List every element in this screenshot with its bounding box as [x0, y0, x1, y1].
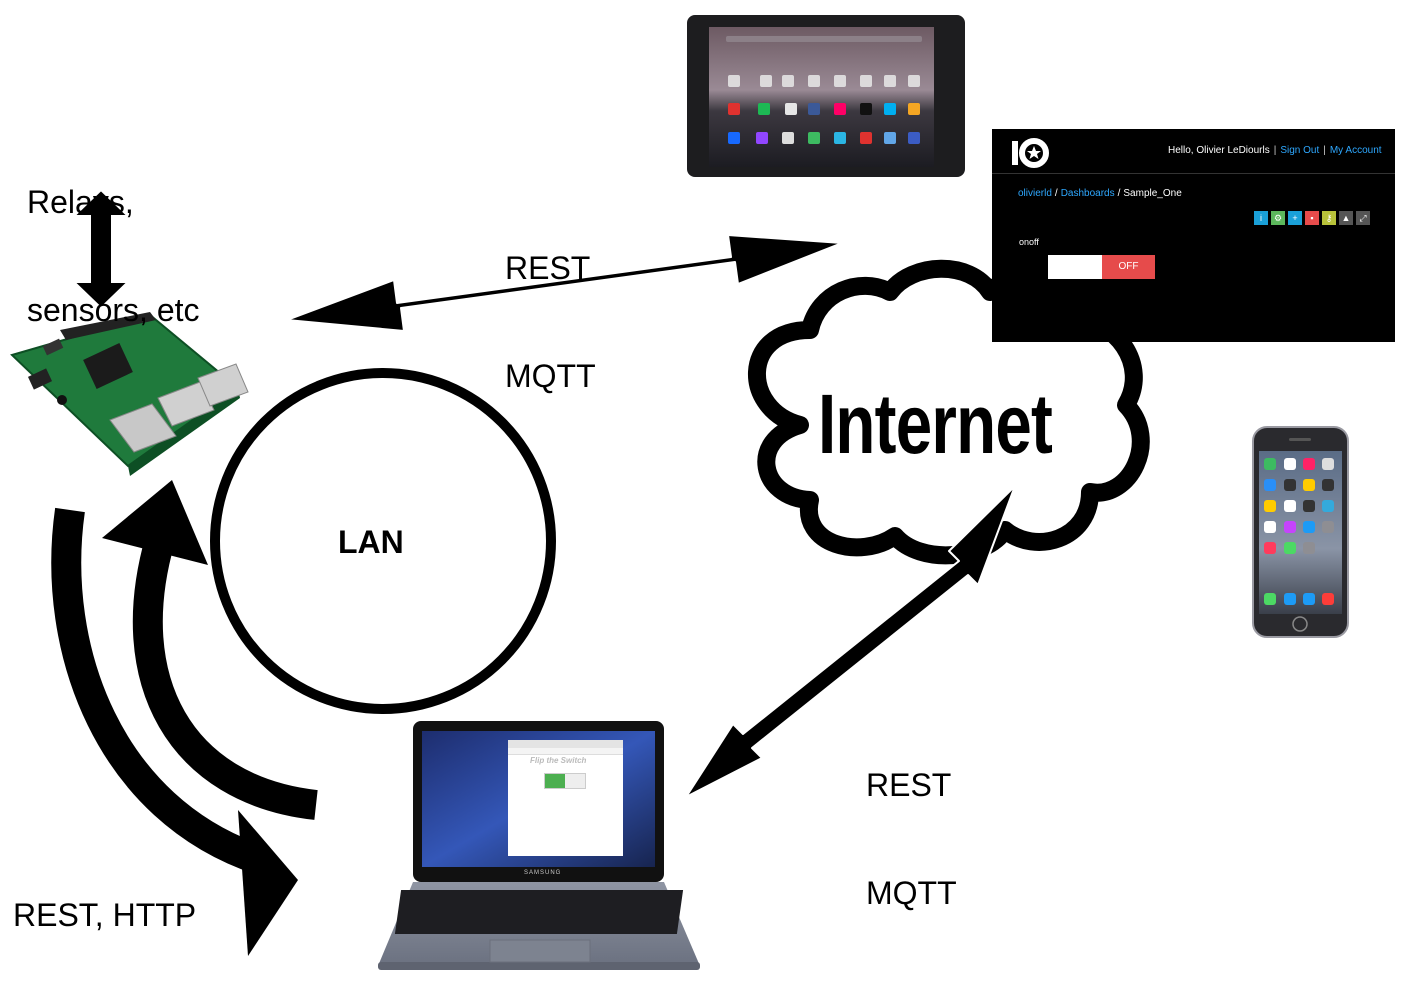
laptop-brand: SAMSUNG — [524, 870, 562, 876]
rest-mqtt-bottom-line-2: MQTT — [866, 875, 957, 911]
sign-out-link[interactable]: Sign Out — [1280, 145, 1320, 156]
gear-icon[interactable]: ⚙ — [1271, 211, 1285, 225]
laptop-toggle — [544, 773, 586, 789]
bottom-double-arrow — [685, 485, 1016, 798]
curved-arrow-up — [102, 480, 318, 820]
rest-mqtt-bottom-line-1: REST — [866, 767, 952, 803]
rest-mqtt-top-label: REST MQTT — [505, 178, 596, 430]
trash-icon[interactable]: ▪ — [1305, 211, 1319, 225]
widget-label: onoff — [1019, 237, 1039, 247]
relays-double-arrow — [71, 188, 131, 310]
toggle-track — [1048, 255, 1102, 279]
toggle-state: OFF — [1102, 255, 1155, 279]
internet-label: Internet — [818, 377, 1053, 471]
expand-icon[interactable]: ⤢ — [1356, 211, 1370, 225]
dashboard-screenshot: Hello, Olivier LeDiourls|Sign Out|My Acc… — [992, 129, 1395, 342]
tablet-device — [687, 15, 965, 177]
onoff-toggle[interactable]: OFF — [1048, 255, 1155, 279]
smartphone-device — [1252, 426, 1349, 638]
lan-label: LAN — [338, 524, 404, 560]
rest-mqtt-top-line-1: REST — [505, 250, 591, 286]
dashboard-toolbar: i ⚙ + ▪ ⚷ ▲ ⤢ — [1254, 211, 1370, 225]
curved-arrow-down — [51, 507, 298, 956]
relays-label-line-1: Relays, — [27, 184, 134, 220]
breadcrumb-dashboards[interactable]: Dashboards — [1060, 188, 1115, 199]
rest-mqtt-top-line-2: MQTT — [505, 358, 596, 394]
raspberry-pi-board — [10, 312, 249, 476]
rest-http-label: REST, HTTP — [13, 897, 197, 933]
my-account-link[interactable]: My Account — [1329, 145, 1382, 156]
laptop-browser-window: Flip the Switch — [508, 740, 623, 856]
relays-label: Relays, sensors, etc — [27, 112, 200, 364]
lock-icon[interactable]: ▲ — [1339, 211, 1353, 225]
relays-label-line-2: sensors, etc — [27, 292, 200, 328]
greeting-text: Hello, Olivier LeDiourls — [1168, 145, 1270, 156]
laptop-screen-title: Flip the Switch — [530, 756, 587, 765]
breadcrumb-user[interactable]: olivierld — [1018, 188, 1052, 199]
io-logo-icon — [1012, 138, 1049, 168]
breadcrumb: olivierld/Dashboards/Sample_One — [1018, 188, 1182, 199]
account-bar: Hello, Olivier LeDiourls|Sign Out|My Acc… — [1168, 145, 1382, 156]
breadcrumb-current: Sample_One — [1123, 188, 1182, 199]
key-icon[interactable]: ⚷ — [1322, 211, 1336, 225]
lan-circle — [210, 368, 556, 714]
rest-mqtt-bottom-label: REST MQTT — [866, 695, 957, 947]
info-icon[interactable]: i — [1254, 211, 1268, 225]
top-double-arrow — [286, 234, 843, 332]
plus-icon[interactable]: + — [1288, 211, 1302, 225]
